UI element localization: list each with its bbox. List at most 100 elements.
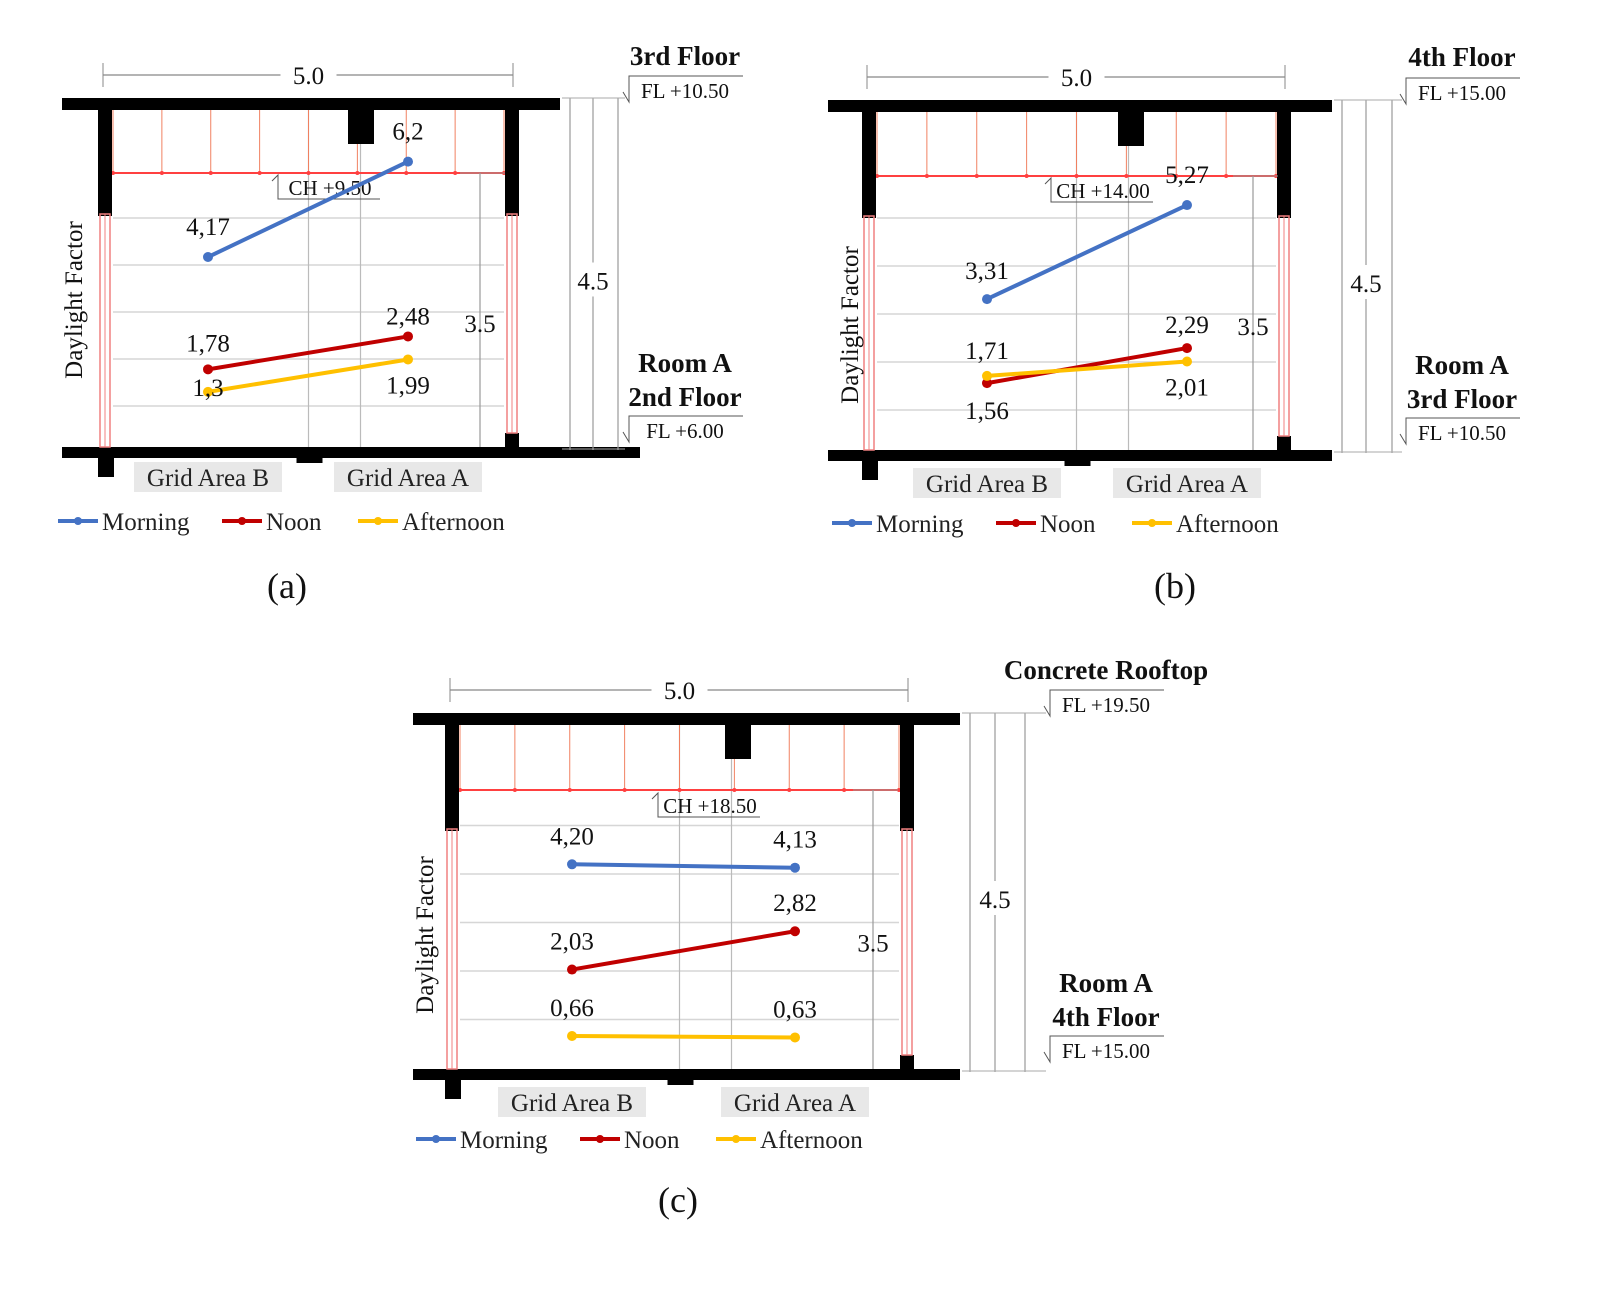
category-label-bg xyxy=(1113,468,1261,498)
y-axis-label: Daylight Factor xyxy=(412,856,439,1014)
top-slab xyxy=(62,98,560,110)
legend-marker xyxy=(374,517,382,525)
legend-label: Afternoon xyxy=(402,509,505,536)
upper-floor-label: 4th Floor xyxy=(1408,42,1515,72)
x-tick-label: Grid Area B xyxy=(147,465,269,492)
top-slab xyxy=(413,713,960,725)
height-dimension-label: 4.5 xyxy=(1350,271,1381,298)
room-label: Room A xyxy=(638,348,732,378)
ceiling-height-label: CH +18.50 xyxy=(663,794,757,818)
data-point-noon xyxy=(567,964,577,975)
data-label: 1,99 xyxy=(386,372,430,399)
right-wall xyxy=(1277,100,1291,218)
data-label: 1,3 xyxy=(192,375,223,402)
data-label: 4,17 xyxy=(186,214,230,241)
data-label: 2,01 xyxy=(1165,375,1209,402)
data-point-morning xyxy=(982,294,992,305)
level-marker xyxy=(1399,77,1520,106)
column-stub xyxy=(296,457,323,463)
data-point-morning xyxy=(403,156,413,167)
category-label-bg xyxy=(498,1087,646,1117)
room-floor-level: FL +10.50 xyxy=(1418,421,1506,445)
legend-label: Morning xyxy=(102,509,190,536)
legend-marker xyxy=(848,519,856,527)
dimension-mask xyxy=(651,674,708,704)
column-stub xyxy=(862,460,878,480)
legend-label: Morning xyxy=(876,511,964,538)
x-tick-label: Grid Area A xyxy=(734,1090,856,1117)
level-marker xyxy=(1043,1035,1164,1064)
y-axis-label: Daylight Factor xyxy=(837,246,864,404)
dimension-mask xyxy=(1344,265,1388,299)
y-axis-label: Daylight Factor xyxy=(61,221,88,379)
data-label: 1,71 xyxy=(965,338,1009,365)
level-marker xyxy=(622,415,743,444)
legend-label: Noon xyxy=(266,509,322,536)
right-wall-base xyxy=(505,433,519,447)
floor-slab xyxy=(413,1069,960,1080)
legend-label: Afternoon xyxy=(1176,511,1279,538)
window-dimension-label: 3.5 xyxy=(464,311,495,338)
series-line-afternoon xyxy=(207,357,409,394)
beam xyxy=(348,98,374,144)
series-line-afternoon xyxy=(986,359,1188,378)
column-stub xyxy=(445,1079,461,1099)
room-label: Room A xyxy=(1415,350,1509,380)
data-label: 4,20 xyxy=(550,823,594,850)
ceiling-level-marker xyxy=(1044,176,1153,203)
room-floor-label: 4th Floor xyxy=(1052,1002,1159,1032)
dimension-mask xyxy=(571,262,615,297)
series-line-afternoon xyxy=(571,1033,796,1040)
category-label-bg xyxy=(334,462,482,492)
left-wall xyxy=(98,98,112,216)
ceiling-height-label: CH +9.50 xyxy=(288,176,371,200)
room-floor-level: FL +15.00 xyxy=(1062,1039,1150,1063)
series-line-noon xyxy=(986,346,1188,386)
data-label: 2,03 xyxy=(550,929,594,956)
data-point-afternoon xyxy=(982,370,992,381)
upper-floor-level: FL +19.50 xyxy=(1062,693,1150,717)
series-line-noon xyxy=(571,929,796,972)
panel-caption: (b) xyxy=(1154,566,1196,606)
beam xyxy=(725,713,751,759)
data-point-afternoon xyxy=(790,1032,800,1043)
right-wall xyxy=(505,98,519,216)
beam xyxy=(1118,100,1144,146)
data-point-morning xyxy=(790,862,800,873)
window-dimension-label: 3.5 xyxy=(1237,314,1268,341)
series-line-morning xyxy=(207,159,409,259)
height-dimension-label: 4.5 xyxy=(577,269,608,296)
legend-label: Afternoon xyxy=(760,1127,863,1154)
series-line-morning xyxy=(986,203,1188,301)
legend-marker xyxy=(238,517,246,525)
legend-marker xyxy=(1148,519,1156,527)
room-label: Room A xyxy=(1059,968,1153,998)
x-tick-label: Grid Area A xyxy=(1126,471,1248,498)
panel-caption: (c) xyxy=(658,1180,698,1220)
column-stub xyxy=(98,457,114,477)
data-point-noon xyxy=(982,378,992,389)
column-stub xyxy=(667,1079,694,1085)
width-dimension-label: 5.0 xyxy=(293,63,324,90)
data-label: 3,31 xyxy=(965,258,1009,285)
floor-slab xyxy=(828,450,1332,461)
upper-floor-label: Concrete Rooftop xyxy=(1004,655,1208,685)
right-wall-base xyxy=(900,1055,914,1069)
data-label: 2,29 xyxy=(1165,312,1209,339)
data-label: 6,2 xyxy=(392,119,423,146)
x-tick-label: Grid Area A xyxy=(347,465,469,492)
floor-slab xyxy=(62,447,640,458)
x-tick-label: Grid Area B xyxy=(511,1090,633,1117)
left-wall xyxy=(445,713,459,831)
legend-marker xyxy=(1012,519,1020,527)
data-point-afternoon xyxy=(567,1030,577,1041)
dimension-mask xyxy=(280,59,337,89)
height-dimension-label: 4.5 xyxy=(979,887,1010,914)
data-label: 4,13 xyxy=(773,827,817,854)
upper-floor-level: FL +10.50 xyxy=(641,79,729,103)
legend-marker xyxy=(596,1135,604,1143)
right-wall-base xyxy=(1277,436,1291,450)
top-slab xyxy=(828,100,1332,112)
room-floor-level: FL +6.00 xyxy=(646,419,724,443)
